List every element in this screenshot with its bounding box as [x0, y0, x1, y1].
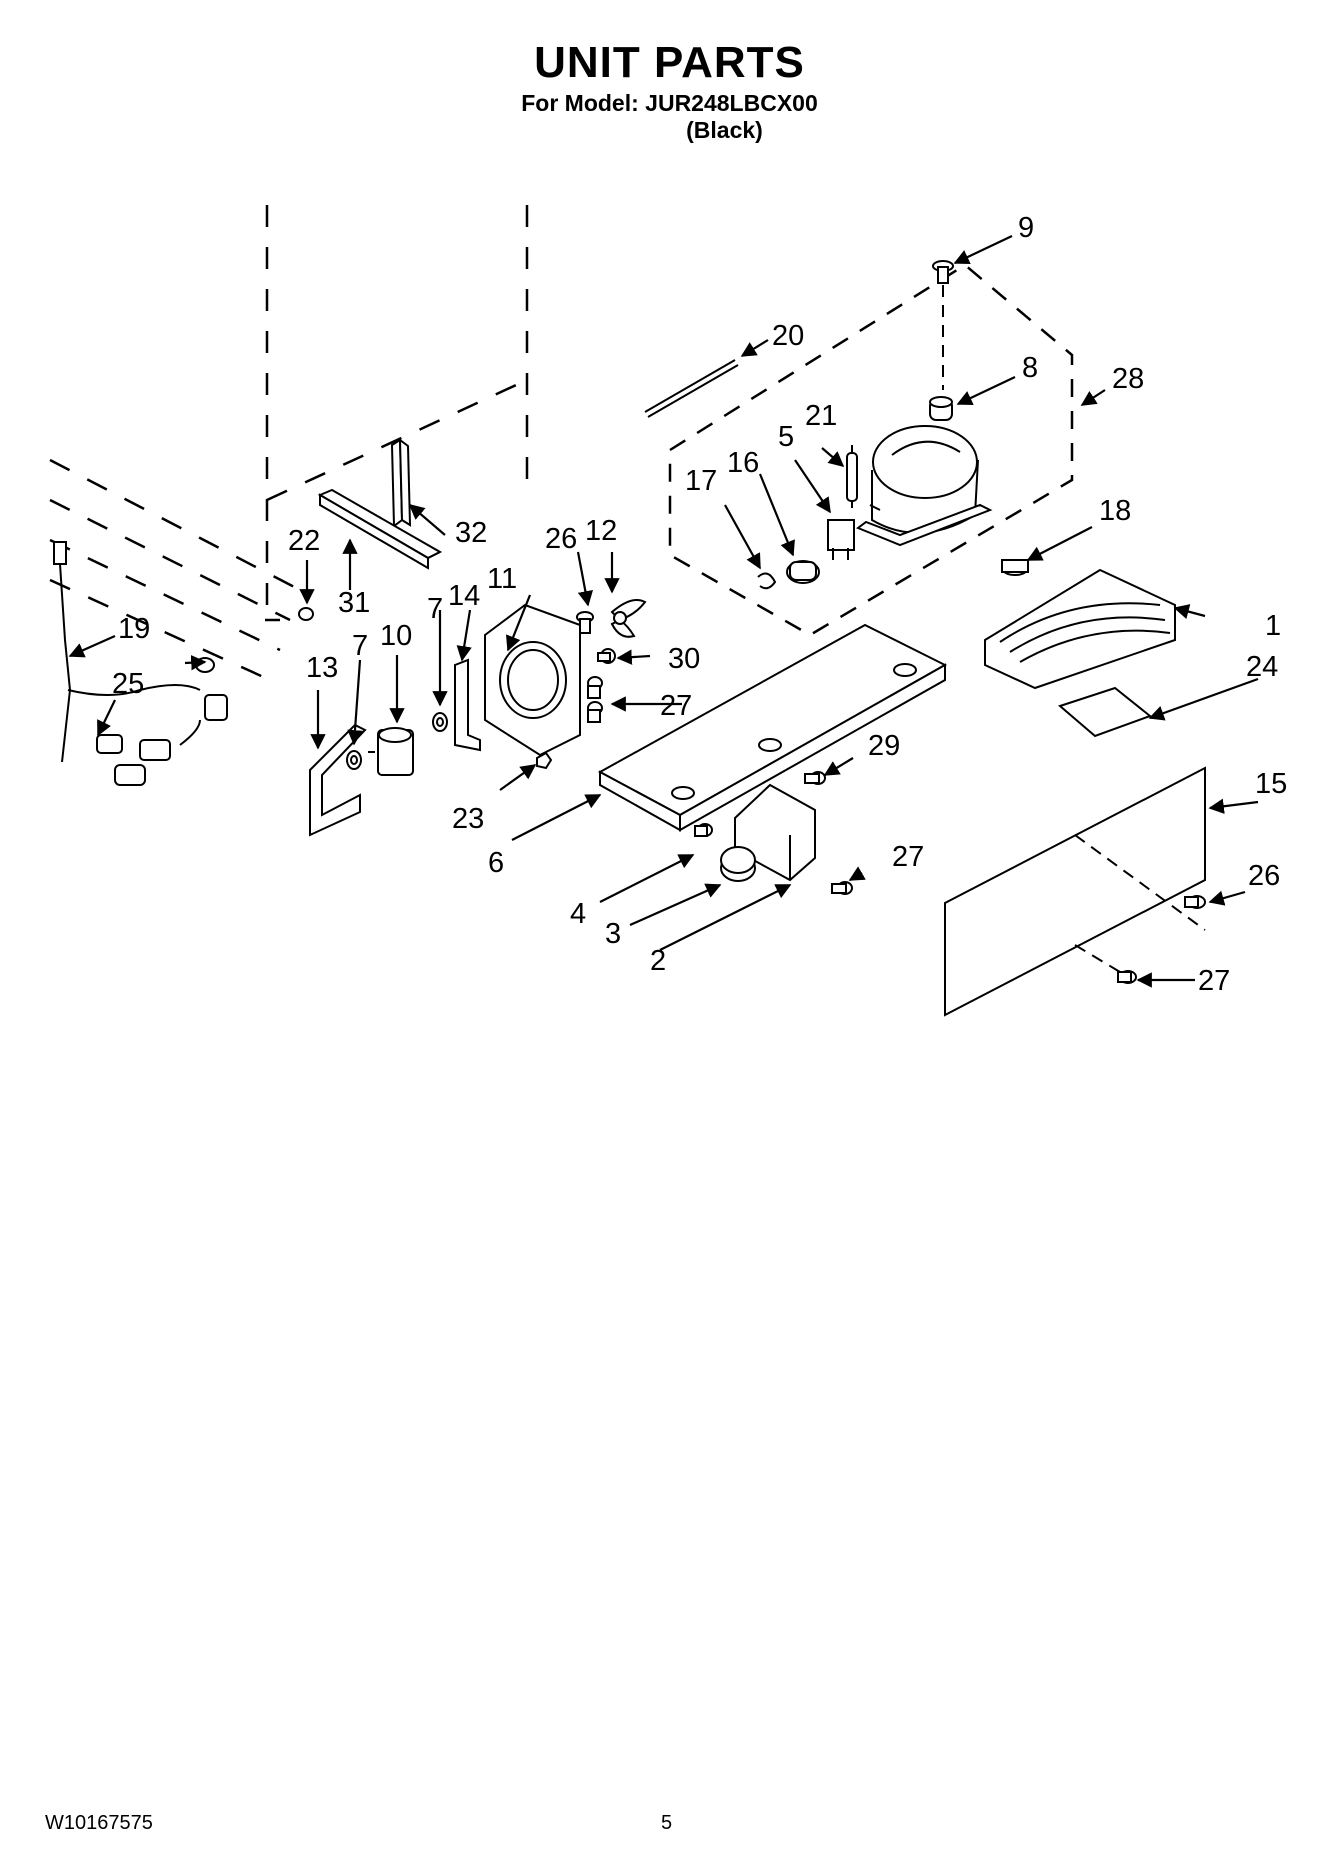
callout-16: 16: [727, 447, 759, 479]
callout-6: 6: [488, 847, 504, 879]
callout-24: 24: [1246, 651, 1278, 683]
callout-23: 23: [452, 803, 484, 835]
callout-31: 31: [338, 587, 370, 619]
part-8-grommet: [929, 396, 953, 421]
page-number: 5: [661, 1812, 673, 1834]
part-1-drain-pan: [984, 568, 1176, 690]
callout-3: 3: [605, 918, 621, 950]
callout-13: 13: [306, 652, 338, 684]
callout-5: 5: [778, 421, 794, 453]
part-9-screw: [932, 260, 954, 390]
base-screws: [694, 771, 853, 895]
model-number: For Model: JUR248LBCX00: [521, 90, 818, 116]
callout-26-fan: 26: [545, 523, 577, 555]
callout-32: 32: [455, 517, 487, 549]
part-23-nut: [536, 751, 553, 770]
callout-2: 2: [650, 945, 666, 977]
callout-19: 19: [118, 613, 150, 645]
callout-30: 30: [668, 643, 700, 675]
callout-27-fan: 27: [660, 690, 692, 722]
part-6-base-rail: [597, 623, 948, 832]
callout-1: 1: [1265, 610, 1281, 642]
callout-17: 17: [685, 465, 717, 497]
fan-screws: [576, 611, 616, 723]
callout-11: 11: [487, 563, 517, 595]
part-22-screw: [298, 607, 314, 621]
callout-27-base: 27: [892, 841, 924, 873]
callout-25: 25: [112, 668, 144, 700]
part-5-relay: [827, 519, 855, 560]
part-19-power-cord: [53, 541, 201, 763]
part-11-fan-shroud: [484, 603, 581, 757]
callout-15: 15: [1255, 768, 1287, 800]
callout-27-panel: 27: [1198, 965, 1230, 997]
callout-7-right: 7: [427, 593, 443, 625]
callout-20: 20: [772, 320, 804, 352]
part-25-wiring-harness: [96, 657, 228, 786]
callout-22: 22: [288, 525, 320, 557]
part-14-bracket: [454, 658, 481, 752]
compressor: [855, 425, 993, 547]
callout-14: 14: [448, 580, 480, 612]
part-7-grommet-left: [346, 750, 362, 770]
part-10-fan-motor: [368, 727, 414, 776]
panel-screws: [1117, 895, 1206, 984]
callout-4: 4: [570, 898, 586, 930]
part-17-clip: [757, 572, 777, 590]
compressor-compartment-outline: [668, 263, 1074, 637]
callout-12: 12: [585, 515, 617, 547]
model-variant: (Black): [686, 117, 763, 143]
part-15-access-panel: [944, 766, 1206, 1017]
callout-9: 9: [1018, 212, 1034, 244]
callout-28: 28: [1112, 363, 1144, 395]
part-3-knob: [720, 846, 756, 882]
part-13-bracket: [309, 723, 367, 837]
part-7-grommet-right: [432, 712, 448, 732]
page-title: UNIT PARTS: [534, 38, 805, 87]
part-24-pad: [1057, 686, 1153, 738]
document-number: W10167575: [45, 1812, 153, 1834]
part-18-grommet: [1001, 559, 1029, 576]
callout-10: 10: [380, 620, 412, 652]
part-16-overload: [786, 560, 820, 584]
callout-29: 29: [868, 730, 900, 762]
part-12-fan-blade: [610, 599, 647, 638]
part-20-tube: [644, 359, 739, 418]
callout-26-panel: 26: [1248, 860, 1280, 892]
callout-21: 21: [805, 400, 837, 432]
part-21-dryer: [846, 445, 858, 508]
part-31-bracket: [317, 488, 443, 570]
callout-labels: 9 20 8 28 21 5 16 17 18 1 24 15 26 27 27…: [112, 212, 1287, 997]
callout-18: 18: [1099, 495, 1131, 527]
callout-7-left: 7: [352, 630, 368, 662]
leader-arrows: [68, 235, 1259, 988]
callout-8: 8: [1022, 352, 1038, 384]
part-32-channel: [390, 437, 412, 528]
cabinet-outline: [49, 205, 529, 682]
